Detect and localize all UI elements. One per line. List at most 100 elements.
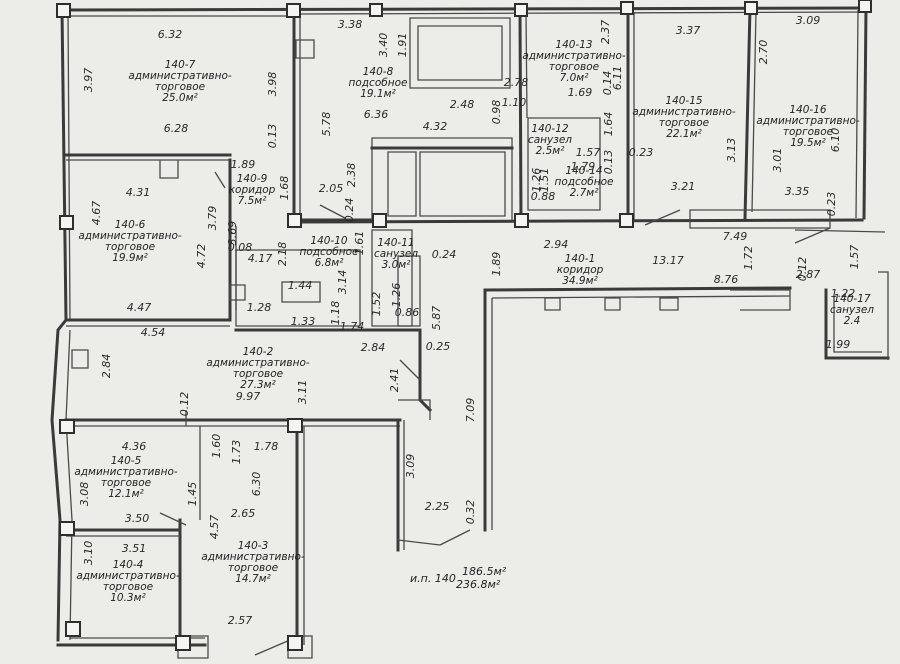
dimension-label: 5.87	[430, 306, 443, 331]
room-name-label: санузел	[374, 248, 418, 260]
dimension-label: 3.50	[125, 512, 150, 525]
dimension-label: 1.51	[538, 168, 551, 193]
dimension-label: 6.30	[250, 472, 263, 497]
dimension-label: 2.37	[599, 20, 612, 45]
dimension-label: 2.48	[450, 98, 475, 111]
room-area-label: 2.7м²	[570, 187, 600, 199]
dimension-label: 0.14	[601, 71, 614, 96]
dimension-label: 3.69	[226, 221, 239, 246]
dimension-label: 3.21	[671, 180, 696, 193]
dimension-label: 1.28	[247, 301, 272, 314]
room-name-label: торговое	[549, 61, 599, 73]
dimension-label: 2.78	[504, 76, 529, 89]
dimension-label: 3.09	[404, 454, 417, 479]
dimension-label: 1.79	[571, 160, 596, 173]
dimension-label: 4.31	[126, 186, 151, 199]
dimension-label: 3.08	[78, 482, 91, 507]
dimension-label: 3.11	[296, 380, 309, 405]
dimension-label: 3.40	[377, 33, 390, 58]
dimension-label: 1.91	[396, 33, 409, 58]
dimension-label: 3.79	[206, 206, 219, 231]
room-name-label: административно-	[74, 466, 178, 478]
room-name-label: санузел	[830, 304, 874, 316]
room-area-label: 22.1м²	[666, 128, 702, 140]
room-name-label: 140-9	[237, 173, 268, 185]
room-area-label: 19.5м²	[790, 137, 826, 149]
room-name-label: санузел	[528, 134, 572, 146]
room-name-label: 140-14	[565, 165, 602, 177]
room-name-label: административно-	[76, 570, 180, 582]
room-name-label: 140-7	[165, 59, 196, 71]
room-name-label: подсобное	[555, 176, 614, 188]
room-name-label: административно-	[128, 70, 232, 82]
room-area-label: 2.4	[844, 315, 861, 327]
total-area-1: 186.5м²	[462, 565, 507, 578]
totals-block: и.п. 140 186.5м² 236.8м²	[410, 565, 507, 591]
room-name-label: 140-5	[111, 455, 142, 467]
room-name-label: 140-10	[310, 235, 348, 247]
dimension-label: 4.72	[195, 244, 208, 269]
room-name-label: 140-16	[789, 104, 827, 116]
room-name-label: 140-4	[113, 559, 144, 571]
room-name-label: административно-	[78, 230, 182, 242]
dimension-label: 9.97	[236, 390, 261, 403]
dimension-label: 2.84	[361, 341, 386, 354]
room-name-label: административно-	[632, 106, 736, 118]
dimension-label: 1.74	[340, 320, 365, 333]
dimension-label: 3.98	[266, 72, 279, 97]
dimension-label: 2.41	[388, 368, 401, 393]
room-name-label: подсобное	[300, 246, 359, 258]
room-area-label: 10.3м²	[110, 592, 146, 604]
dimension-label: 2.38	[345, 163, 358, 188]
room-area-label: 3.0м²	[382, 259, 412, 271]
dimension-label: 1.89	[490, 252, 503, 277]
dimension-label: 3.37	[676, 24, 701, 37]
dimension-label: 4.67	[90, 201, 103, 226]
room-area-label: 6.8м²	[315, 257, 345, 269]
dimension-label: 1.61	[353, 231, 366, 256]
dimension-label: 1.33	[291, 315, 316, 328]
dimension-label: 1.78	[254, 440, 279, 453]
dimension-label: 3.10	[82, 541, 95, 566]
dimension-label: 2.05	[319, 182, 344, 195]
room-name-label: административно-	[522, 50, 626, 62]
dimension-label: 2.87	[796, 268, 821, 281]
room-name-label: 140-17	[833, 293, 871, 305]
dimension-label: 4.57	[208, 515, 221, 540]
dimension-label: 3.09	[796, 14, 821, 27]
dimension-label: 1.89	[231, 158, 256, 171]
dimension-label: 2.65	[231, 507, 256, 520]
dimension-label: 2.18	[276, 242, 289, 267]
dimension-label: 3.35	[785, 185, 810, 198]
dimension-label: 1.69	[568, 86, 593, 99]
dimension-label: 2.70	[757, 40, 770, 65]
dimension-label: 6.32	[158, 28, 183, 41]
dimension-label: 1.10	[502, 96, 527, 109]
dimension-label: 1.99	[826, 338, 851, 351]
dimension-label: 1.68	[278, 176, 291, 201]
room-area-label: 12.1м²	[108, 488, 144, 500]
walls	[50, 6, 890, 659]
room-name-label: торговое	[783, 126, 833, 138]
room-name-label: торговое	[101, 477, 151, 489]
room-area-label: 25.0м²	[162, 92, 198, 104]
dimension-label: 2.94	[544, 238, 569, 251]
dimension-label: 6.10	[829, 128, 842, 153]
room-area-label: 7.0м²	[560, 72, 590, 84]
room-labels: 140-7административно-торговое25.0м²140-8…	[74, 39, 874, 604]
room-name-label: торговое	[155, 81, 205, 93]
dimension-label: 3.51	[122, 542, 147, 555]
room-name-label: административно-	[201, 551, 305, 563]
